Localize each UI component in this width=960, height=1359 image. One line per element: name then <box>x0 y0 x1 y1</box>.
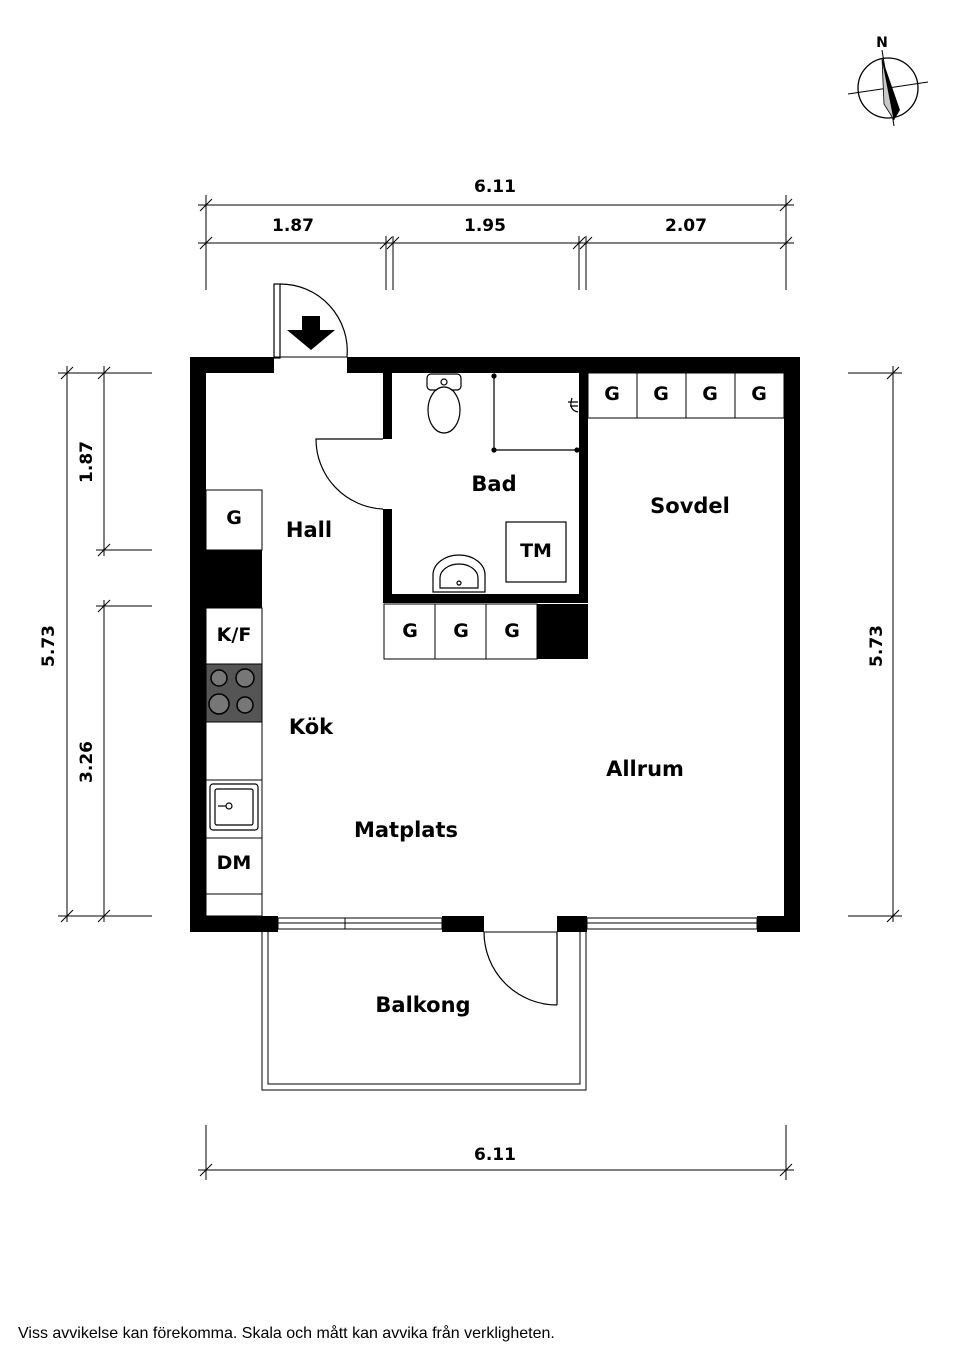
wardrobe-label: G <box>504 620 520 642</box>
compass-circle <box>857 57 919 119</box>
washbasin-icon <box>432 554 486 593</box>
dim-top-total: 6.11 <box>474 177 516 197</box>
wardrobe-label: G <box>702 383 718 405</box>
room-label-sovdel: Sovdel <box>650 494 730 518</box>
dim-bottom-total: 6.11 <box>474 1145 516 1165</box>
toilet-icon <box>426 373 462 434</box>
room-label-matplats: Matplats <box>354 818 458 842</box>
wardrobe-label: G <box>653 383 669 405</box>
hall-wardrobe-label: G <box>226 507 242 529</box>
dim-top-segment-2: 1.95 <box>464 216 506 236</box>
compass: N <box>847 35 929 127</box>
wardrobe-label: G <box>751 383 767 405</box>
room-label-hall: Hall <box>286 518 332 542</box>
disclaimer-text: Viss avvikelse kan förekomma. Skala och … <box>18 1325 555 1342</box>
dimension-bottom <box>198 1125 794 1180</box>
dim-left-upper: 1.87 <box>77 441 97 483</box>
interior-walls <box>383 373 588 603</box>
shower-icon <box>491 373 580 453</box>
dim-left-lower: 3.26 <box>77 741 97 783</box>
dimension-right <box>848 366 902 923</box>
balcony-railing <box>261 932 587 1091</box>
kitchen-units: G K/F DM <box>205 489 263 917</box>
washing-machine: TM <box>505 521 567 583</box>
bathroom-door <box>315 438 384 510</box>
stove-icon <box>208 668 255 715</box>
room-label-allrum: Allrum <box>606 757 684 781</box>
dim-top-segment-1: 1.87 <box>272 216 314 236</box>
dim-right-total: 5.73 <box>867 625 887 667</box>
bedroom-wardrobes: G G G G <box>587 372 785 419</box>
entrance-arrow-icon <box>287 316 335 350</box>
dim-top-segment-3: 2.07 <box>665 216 707 236</box>
dimension-top <box>198 195 794 290</box>
exterior-walls <box>190 357 800 932</box>
entrance-door <box>273 283 348 359</box>
dim-left-total: 5.73 <box>39 625 59 667</box>
compass-north-label: N <box>876 35 888 51</box>
dimension-left <box>58 366 152 923</box>
hall-wardrobes: G G G <box>383 603 588 660</box>
fridge-freezer-label: K/F <box>217 624 252 646</box>
room-label-kok: Kök <box>289 715 334 739</box>
dishwasher-label: DM <box>217 852 252 874</box>
compass-needle-dark <box>882 58 900 120</box>
windows <box>277 917 758 930</box>
room-label-bad: Bad <box>471 472 516 496</box>
washing-machine-label: TM <box>520 540 552 562</box>
wardrobe-label: G <box>402 620 418 642</box>
balcony-door <box>483 931 558 1006</box>
sink-icon <box>209 783 259 831</box>
room-label-balkong: Balkong <box>375 993 470 1017</box>
wardrobe-label: G <box>453 620 469 642</box>
wardrobe-label: G <box>604 383 620 405</box>
